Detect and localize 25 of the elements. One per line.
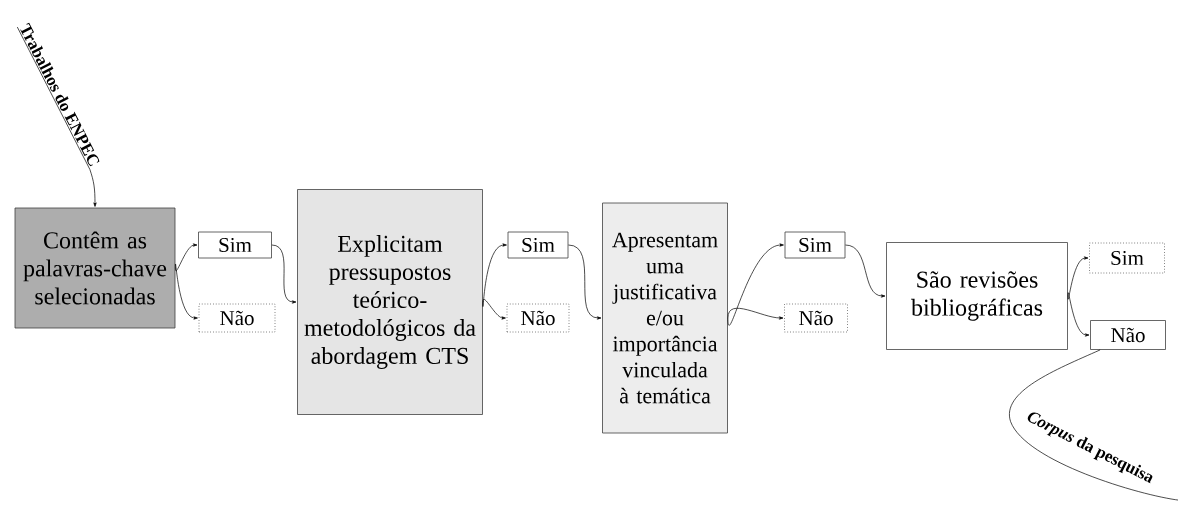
process-box: Explicitam pressupostos teórico-metodológicos da abordagem CTS: [297, 189, 483, 415]
arrow: [271, 244, 297, 304]
answer-box: Não: [784, 303, 848, 333]
answer-box: Sim: [198, 231, 272, 259]
arrow: [727, 243, 784, 326]
answer-box: Sim: [507, 231, 569, 259]
arrow: [16, 26, 97, 207]
answer-box: Sim: [784, 231, 846, 259]
answer-box: Não: [198, 303, 276, 333]
arrow: [482, 298, 506, 320]
process-box: Apresentam uma justificativa e/ou importância vinculada à temática: [602, 202, 728, 434]
arrow: [845, 244, 886, 298]
arrow: [175, 263, 198, 320]
answer-box: Sim: [1089, 242, 1165, 274]
arrow: [1067, 256, 1089, 300]
answer-box: Não: [506, 303, 570, 333]
process-box: Contêm as palavras-chave selecionadas: [14, 207, 176, 329]
arrow: [727, 307, 784, 320]
connector-line: [1009, 349, 1178, 501]
arrow: [175, 243, 198, 272]
arrow: [568, 244, 602, 320]
arrow: [1067, 292, 1090, 337]
answer-box: Não: [1090, 320, 1166, 350]
process-box: São revisões bibliográficas: [886, 242, 1068, 350]
arrow: [482, 243, 507, 307]
